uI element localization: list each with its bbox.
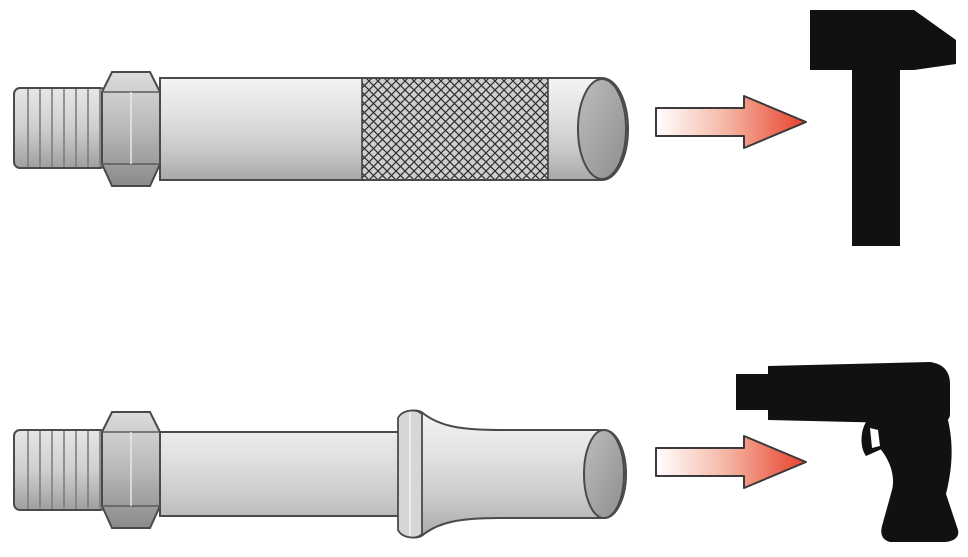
hammer-icon (810, 10, 956, 246)
shank-knurled (13, 71, 629, 187)
air-hammer-gun-icon (736, 362, 959, 542)
hex-nut (101, 411, 161, 529)
threaded-end (13, 87, 107, 169)
shank-body (159, 409, 627, 539)
hex-nut (101, 71, 161, 187)
shank-end-face (577, 78, 627, 180)
shank-collar (397, 409, 423, 539)
shank-collared (13, 409, 627, 539)
shank-end-face (583, 429, 625, 519)
arrow-right-icon (655, 435, 807, 489)
arrow-right-icon (655, 95, 807, 149)
knurled-grip (361, 78, 549, 180)
threaded-end (13, 429, 107, 511)
